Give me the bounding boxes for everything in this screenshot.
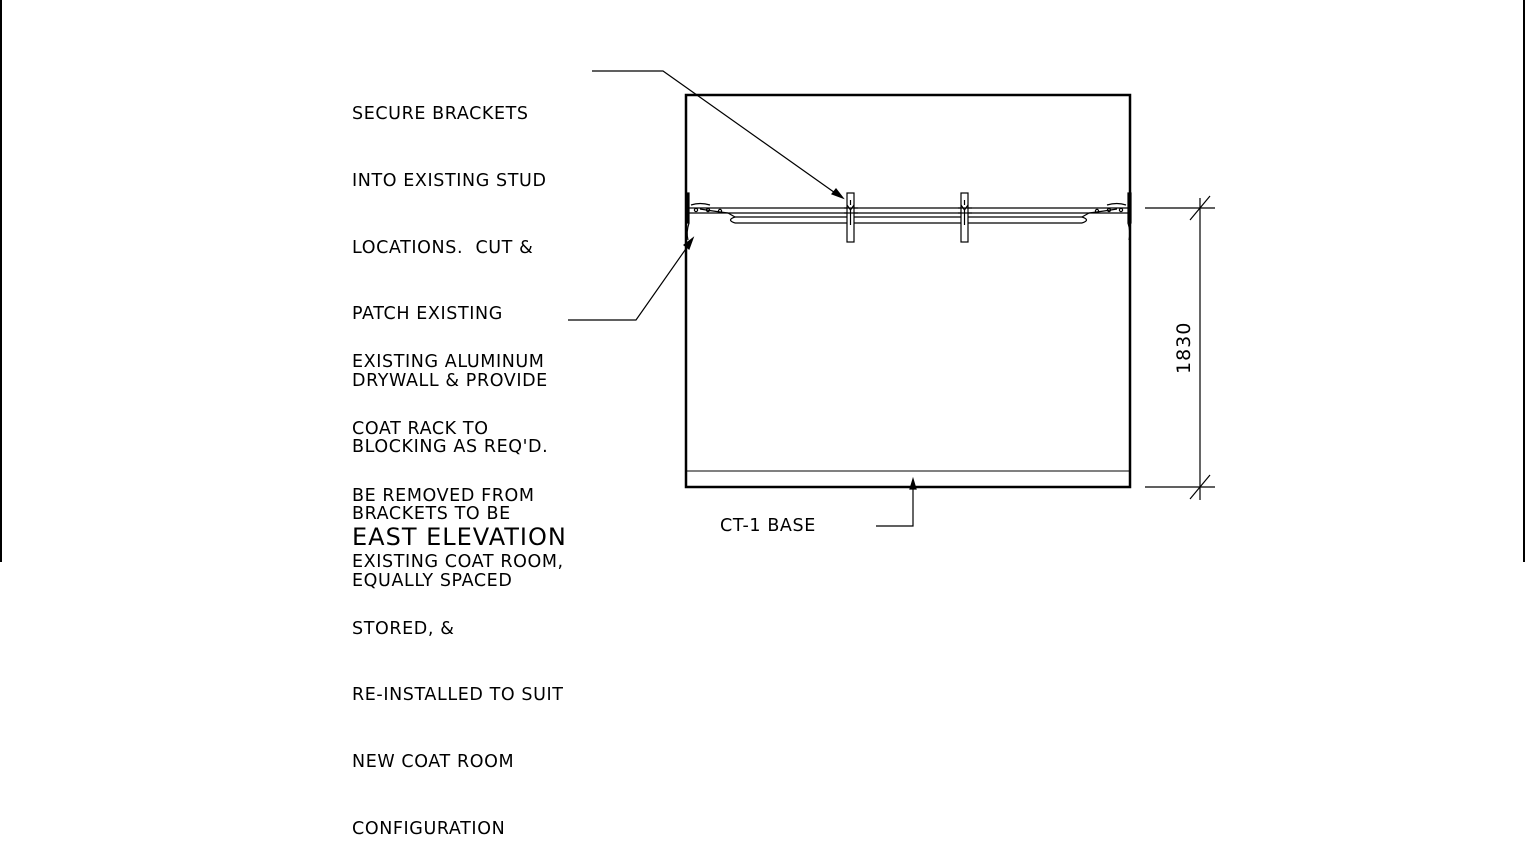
note-brackets: SECURE BRACKETS INTO EXISTING STUD LOCAT…	[352, 59, 548, 614]
note-line: EXISTING ALUMINUM	[352, 352, 545, 373]
leader-base	[876, 476, 917, 527]
coat-rack	[685, 192, 1132, 241]
note-line: RE-INSTALLED TO SUIT	[352, 685, 564, 706]
note-line: DRYWALL & PROVIDE	[352, 370, 548, 391]
leader-brackets	[592, 70, 845, 200]
bracket-left	[844, 192, 858, 243]
sheet-border	[0, 0, 1525, 562]
bracket-right	[958, 192, 972, 243]
note-line: NEW COAT ROOM	[352, 752, 515, 773]
height-dimension-text: 1830	[1173, 322, 1195, 374]
note-line: LOCATIONS. CUT &	[352, 237, 534, 258]
note-line: STORED, &	[352, 618, 455, 639]
drawing-title: EAST ELEVATION	[352, 523, 567, 551]
wall-outline	[684, 93, 1132, 489]
note-line: PATCH EXISTING	[352, 304, 503, 325]
note-line: BRACKETS TO BE	[352, 504, 511, 525]
elevation-drawing: 1830	[0, 0, 1525, 562]
note-coat-rack: EXISTING ALUMINUM COAT RACK TO BE REMOVE…	[352, 307, 564, 862]
height-dimension	[1145, 195, 1215, 500]
note-base: CT-1 BASE	[720, 516, 816, 536]
note-line: SECURE BRACKETS	[352, 104, 529, 125]
note-line: CONFIGURATION	[352, 818, 506, 839]
note-line: BLOCKING AS REQ'D.	[352, 437, 549, 458]
note-line: EXISTING COAT ROOM,	[352, 552, 564, 573]
note-line: BE REMOVED FROM	[352, 485, 535, 506]
note-line: COAT RACK TO	[352, 419, 489, 440]
note-line: INTO EXISTING STUD	[352, 171, 547, 192]
leader-coat-rack	[568, 236, 695, 321]
